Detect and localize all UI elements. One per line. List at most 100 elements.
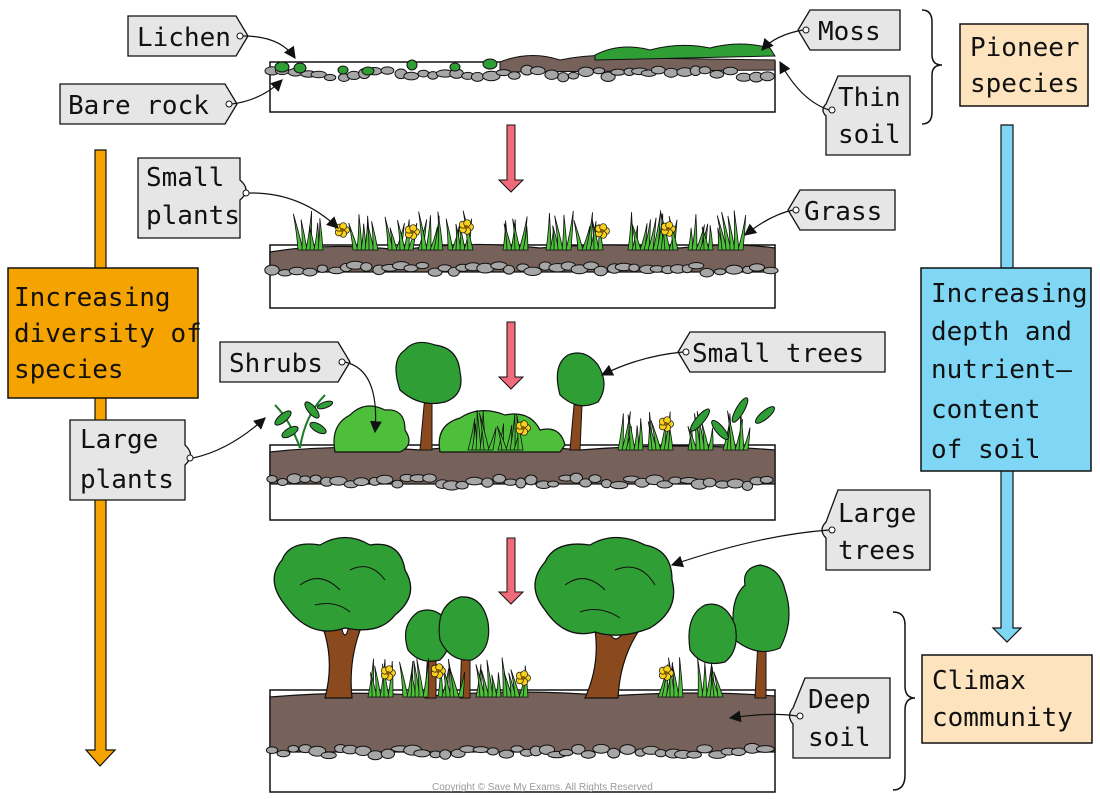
grass-blade: [348, 222, 359, 251]
rock: [316, 264, 329, 273]
rock: [607, 747, 621, 759]
shrubs-text: Shrubs: [229, 349, 323, 379]
small-plants-line-1: Small: [146, 163, 224, 193]
rock: [755, 745, 775, 753]
large-plant-fern: [274, 394, 334, 449]
rock: [310, 70, 327, 79]
rock: [266, 475, 278, 483]
rock: [422, 473, 437, 483]
diversity-line-3: species: [14, 355, 124, 385]
grass-blade: [713, 671, 724, 698]
grass-blade: [573, 220, 584, 251]
large-tree: [688, 564, 790, 699]
rock: [515, 477, 527, 489]
rock: [367, 750, 384, 761]
grass-blade: [487, 427, 497, 451]
grass-tufts: [467, 410, 751, 451]
rock: [354, 745, 372, 756]
grass-blade: [545, 213, 552, 251]
rock: [726, 478, 745, 489]
label-moss: Moss: [761, 9, 901, 51]
rock: [567, 71, 580, 80]
large-tree: [534, 536, 675, 699]
small-trees-text: Small trees: [692, 339, 864, 369]
stage-arrow: [497, 124, 525, 605]
rock: [628, 263, 640, 272]
label-large-plants: Large plants: [69, 417, 266, 501]
rock: [320, 751, 337, 760]
rock: [523, 266, 542, 276]
diversity-line-1: Increasing: [14, 283, 171, 313]
rock: [656, 480, 673, 489]
rock: [288, 266, 305, 276]
copyright-notice: Copyright © Save My Exams. All Rights Re…: [432, 782, 653, 793]
soil-line-4: content: [931, 395, 1041, 425]
grass-blade: [491, 674, 498, 698]
grass-blade: [416, 658, 425, 698]
flower: [594, 223, 610, 239]
rock: [592, 743, 610, 754]
grass-blade: [371, 221, 379, 251]
stage-3-shrubs-small-trees: [266, 341, 776, 521]
grass-blade: [687, 425, 698, 451]
grass-blade: [422, 658, 430, 698]
rock: [287, 745, 300, 753]
grass-blade: [479, 412, 490, 451]
grass-blade: [403, 219, 410, 251]
grass-blade: [510, 669, 521, 698]
rock: [503, 264, 515, 275]
grass-blade: [356, 214, 363, 251]
grass-blade: [397, 219, 406, 251]
rock: [544, 69, 560, 80]
rock: [762, 266, 779, 275]
rock: [557, 72, 570, 83]
label-thin-soil: Thin soil: [779, 60, 911, 156]
label-small-trees: Small trees: [600, 331, 886, 376]
rock: [391, 479, 404, 489]
rock: [380, 66, 395, 75]
rock: [465, 476, 484, 486]
flowers: [380, 663, 674, 686]
climax-line-1: Climax: [932, 666, 1026, 696]
brace: [921, 9, 943, 125]
grass-blade: [496, 425, 508, 451]
pioneer-group: Pioneer species: [921, 9, 1089, 125]
label-bare-rock: Bare rock: [59, 79, 283, 125]
small-tree: [405, 596, 490, 699]
label-large-trees: Large trees: [670, 489, 931, 571]
grass-blade: [509, 414, 516, 451]
grass-blade: [554, 215, 564, 251]
grass-blade: [627, 414, 636, 451]
rock: [619, 744, 636, 755]
rock: [439, 749, 452, 760]
thin-soil-line-1: Thin: [838, 83, 901, 113]
rock: [588, 474, 602, 484]
rock: [510, 745, 524, 753]
rock: [592, 67, 606, 75]
flower: [458, 219, 474, 235]
rock: [571, 744, 586, 755]
rock: [507, 71, 521, 80]
rock: [415, 261, 430, 270]
rock: [698, 66, 712, 75]
grass-blade: [697, 657, 704, 698]
thin-soil-line-2: soil: [838, 120, 901, 150]
label-deep-soil: Deep soil: [728, 677, 891, 759]
rock: [600, 71, 616, 82]
flowers: [334, 219, 676, 240]
rock: [482, 70, 501, 82]
rock: [569, 472, 583, 484]
pioneer-line-1: Pioneer: [970, 33, 1080, 63]
flower: [658, 665, 674, 681]
grass-blade: [742, 427, 751, 451]
grass-blade: [309, 226, 316, 251]
label-shrubs: Shrubs: [219, 341, 382, 434]
grass-blade: [448, 666, 460, 698]
rock: [725, 264, 743, 275]
rock: [264, 264, 280, 276]
rock: [547, 480, 560, 488]
stage-2-small-plants: [264, 210, 779, 309]
large-tree: [273, 536, 412, 699]
rock: [302, 267, 318, 277]
